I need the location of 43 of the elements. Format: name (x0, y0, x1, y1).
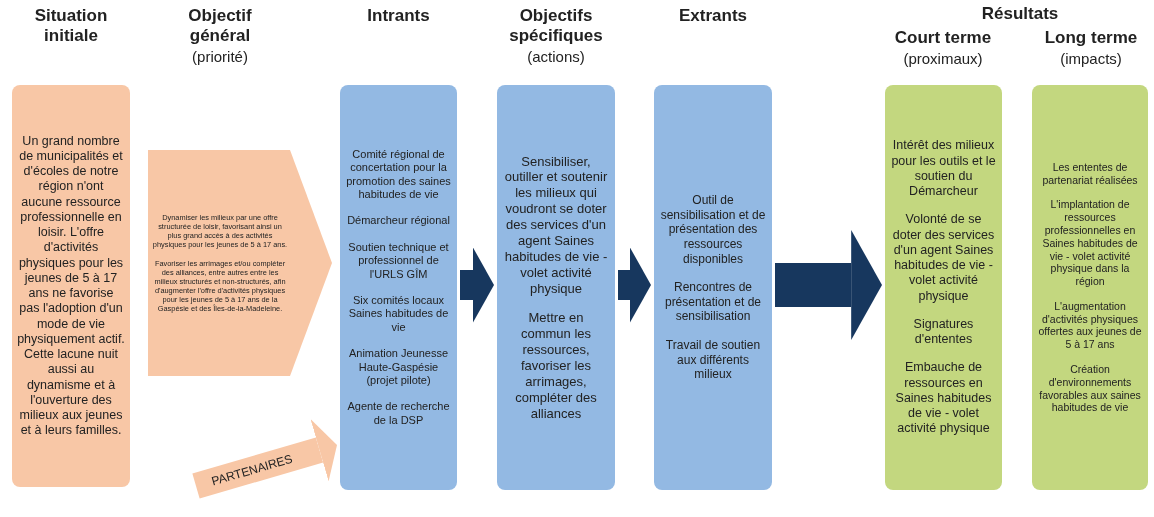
outputs-box (654, 85, 772, 490)
body-text: Un grand nombre de municipalités et d'écoles de notre région n'ont aucune ressource professionnelle en loisir. L'offre d'activités physiques pour les jeunes de 5 à 17 ans ne favorise pas l'adoption d'un mode de vie physiquement actif. Cette lacune nuit aussi au dynamisme et à l'ouverture des milieux aux jeunes et à leurs familles. (17, 133, 125, 439)
body-text: Les ententes de partenariat réalisées (1041, 160, 1139, 187)
body-text: Six comités locaux Saines habitudes de vie (347, 294, 450, 335)
situation-box (12, 85, 130, 487)
arrow (192, 418, 337, 499)
body-text: Création d'environnements favorables aux saines habitudes de vie (1038, 363, 1142, 415)
body-text: Comité régional de concertation pour la promotion des saines habitudes de vie (345, 147, 452, 202)
column-subheading: (actions) (526, 48, 586, 66)
body-text: Travail de soutien aux différents milieux (664, 338, 762, 382)
body-text: Embauche de ressources en Saines habitudes de vie - volet activité physique (894, 360, 993, 437)
body-text: Animation Jeunesse Haute-Gaspésie (projet pilote) (347, 347, 450, 388)
column-subheading: (priorité) (191, 48, 249, 66)
column-heading: Extrants (678, 6, 748, 26)
body-text: Sensibiliser, outiller et soutenir les milieux qui voudront se doter des services d'un agent Saines habitudes de vie - volet activité physique (503, 153, 609, 297)
body-text: Soutien technique et professionnel de l'URLS GÎM (347, 240, 450, 281)
long-term-box (1032, 85, 1148, 490)
column-subheading: (proximaux) (902, 50, 984, 68)
body-text: L'augmentation d'activités physiques offertes aux jeunes de 5 à 17 ans (1037, 299, 1143, 352)
body-text: Agente de recherche de la DSP (346, 400, 451, 428)
column-heading: Intrants (366, 6, 431, 26)
inputs-box (340, 85, 457, 490)
pentagon-text-box (148, 150, 332, 376)
column-subheading: (impacts) (1059, 50, 1123, 68)
column-heading: Objectif général (187, 6, 253, 46)
arrow (775, 230, 882, 340)
body-text: Volonté de se doter des services d'un agent Saines habitudes de vie - volet activité physique (891, 212, 996, 304)
column-heading: Résultats (980, 4, 1060, 24)
short-term-box (885, 85, 1002, 490)
body-text: Démarcheur régional (347, 214, 450, 228)
body-text: Mettre en commun les ressources, favoriser les arrimages, compléter des alliances (514, 310, 598, 422)
column-heading: Long terme (1043, 28, 1139, 48)
specific-objectives-box (497, 85, 615, 490)
body-text: L'implantation de ressources professionnelles en Saines habitudes de vie - volet activité physique dans la région (1041, 198, 1139, 288)
column-heading: Objectifs spécifiques (508, 6, 604, 46)
body-text: Signatures d'ententes (912, 316, 975, 348)
body-text: Rencontres de présentation et de sensibilisation (663, 280, 763, 325)
arrow (460, 247, 494, 323)
column-heading: Situation initiale (33, 6, 109, 46)
column-heading: Court terme (893, 28, 993, 48)
body-text: Outil de sensibilisation et de présentation des ressources disponibles (659, 193, 767, 267)
body-text: Intérêt des milieux pour les outils et le soutien du Démarcheur (890, 138, 997, 200)
arrow (618, 247, 651, 323)
